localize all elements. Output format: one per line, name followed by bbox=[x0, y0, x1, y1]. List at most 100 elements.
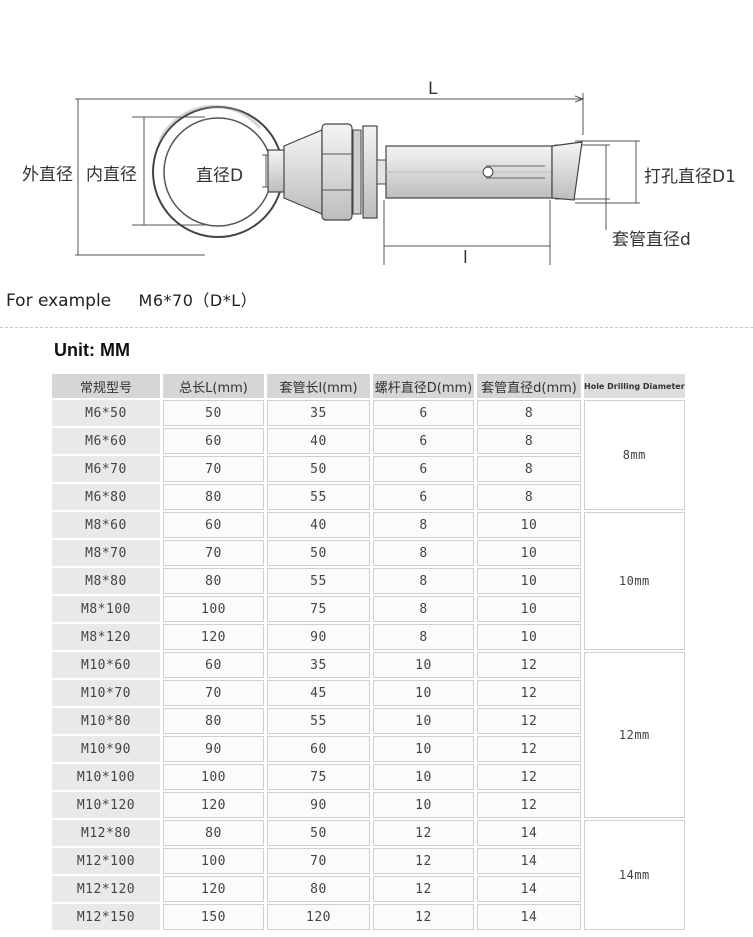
cell-total-length: 90 bbox=[163, 736, 264, 762]
cell-rod-diameter: 8 bbox=[373, 624, 474, 650]
cell-model: M10*100 bbox=[52, 764, 160, 790]
total-length-label: L bbox=[428, 79, 438, 99]
cell-total-length: 150 bbox=[163, 904, 264, 930]
cell-sleeve-length: 35 bbox=[267, 652, 370, 678]
cell-model: M12*120 bbox=[52, 876, 160, 902]
cell-sleeve-length: 40 bbox=[267, 512, 370, 538]
cell-sleeve-diameter: 10 bbox=[477, 540, 581, 566]
cell-sleeve-diameter: 12 bbox=[477, 764, 581, 790]
cell-sleeve-length: 75 bbox=[267, 596, 370, 622]
cell-model: M10*70 bbox=[52, 680, 160, 706]
cell-rod-diameter: 8 bbox=[373, 568, 474, 594]
cell-model: M8*60 bbox=[52, 512, 160, 538]
cell-sleeve-length: 90 bbox=[267, 624, 370, 650]
cell-rod-diameter: 10 bbox=[373, 736, 474, 762]
cell-sleeve-diameter: 10 bbox=[477, 596, 581, 622]
cell-sleeve-diameter: 14 bbox=[477, 848, 581, 874]
cell-sleeve-length: 35 bbox=[267, 400, 370, 426]
sleeve-length-label: l bbox=[463, 248, 468, 268]
header-hole-diameter: Hole Drilling Diameter bbox=[584, 374, 685, 398]
cell-rod-diameter: 6 bbox=[373, 484, 474, 510]
cell-rod-diameter: 10 bbox=[373, 764, 474, 790]
cell-model: M10*80 bbox=[52, 708, 160, 734]
table-header-row: 常规型号 总长L(mm) 套管长l(mm) 螺杆直径D(mm) 套管直径d(mm… bbox=[52, 374, 685, 398]
cell-sleeve-diameter: 10 bbox=[477, 624, 581, 650]
cell-total-length: 120 bbox=[163, 792, 264, 818]
rod-diameter-label: 直径D bbox=[196, 166, 244, 186]
spec-table: 常规型号 总长L(mm) 套管长l(mm) 螺杆直径D(mm) 套管直径d(mm… bbox=[49, 372, 688, 932]
cell-total-length: 80 bbox=[163, 820, 264, 846]
cell-hole-diameter: 12mm bbox=[584, 652, 685, 818]
example-label: For example bbox=[6, 291, 112, 311]
header-total-length: 总长L(mm) bbox=[163, 374, 264, 398]
cell-sleeve-diameter: 14 bbox=[477, 876, 581, 902]
cell-total-length: 50 bbox=[163, 400, 264, 426]
section-divider bbox=[0, 327, 753, 328]
cell-model: M6*60 bbox=[52, 428, 160, 454]
cell-rod-diameter: 12 bbox=[373, 820, 474, 846]
cell-model: M8*70 bbox=[52, 540, 160, 566]
cell-total-length: 60 bbox=[163, 428, 264, 454]
cell-rod-diameter: 10 bbox=[373, 652, 474, 678]
cell-model: M6*50 bbox=[52, 400, 160, 426]
outer-diameter-label: 外直径 bbox=[22, 165, 73, 185]
cell-sleeve-length: 55 bbox=[267, 708, 370, 734]
cell-model: M10*120 bbox=[52, 792, 160, 818]
cell-rod-diameter: 6 bbox=[373, 428, 474, 454]
cell-sleeve-length: 55 bbox=[267, 484, 370, 510]
cell-model: M12*150 bbox=[52, 904, 160, 930]
cell-total-length: 100 bbox=[163, 764, 264, 790]
cell-hole-diameter: 8mm bbox=[584, 400, 685, 510]
cell-rod-diameter: 12 bbox=[373, 904, 474, 930]
cell-sleeve-length: 50 bbox=[267, 456, 370, 482]
cell-model: M10*90 bbox=[52, 736, 160, 762]
inner-diameter-label: 内直径 bbox=[86, 165, 137, 185]
cell-sleeve-diameter: 10 bbox=[477, 512, 581, 538]
cell-sleeve-length: 70 bbox=[267, 848, 370, 874]
cell-sleeve-length: 75 bbox=[267, 764, 370, 790]
cell-rod-diameter: 10 bbox=[373, 708, 474, 734]
cell-rod-diameter: 10 bbox=[373, 792, 474, 818]
header-model: 常规型号 bbox=[52, 374, 160, 398]
cell-sleeve-diameter: 12 bbox=[477, 652, 581, 678]
cell-rod-diameter: 6 bbox=[373, 456, 474, 482]
cell-total-length: 70 bbox=[163, 680, 264, 706]
unit-label: Unit: MM bbox=[54, 340, 130, 360]
cell-sleeve-length: 50 bbox=[267, 820, 370, 846]
cell-total-length: 60 bbox=[163, 512, 264, 538]
header-sleeve-length: 套管长l(mm) bbox=[267, 374, 370, 398]
cell-rod-diameter: 10 bbox=[373, 680, 474, 706]
drill-diameter-label: 打孔直径D1 bbox=[644, 167, 736, 187]
cell-total-length: 100 bbox=[163, 848, 264, 874]
header-sleeve-diameter: 套管直径d(mm) bbox=[477, 374, 581, 398]
cell-model: M12*100 bbox=[52, 848, 160, 874]
example-value: M6*70（D*L） bbox=[138, 291, 258, 310]
cell-sleeve-diameter: 12 bbox=[477, 736, 581, 762]
cell-sleeve-diameter: 8 bbox=[477, 428, 581, 454]
cell-rod-diameter: 12 bbox=[373, 848, 474, 874]
cell-total-length: 80 bbox=[163, 484, 264, 510]
cell-rod-diameter: 12 bbox=[373, 876, 474, 902]
cell-hole-diameter: 10mm bbox=[584, 512, 685, 650]
cell-model: M8*80 bbox=[52, 568, 160, 594]
cell-rod-diameter: 6 bbox=[373, 400, 474, 426]
cell-sleeve-diameter: 14 bbox=[477, 904, 581, 930]
cell-sleeve-diameter: 10 bbox=[477, 568, 581, 594]
cell-sleeve-diameter: 8 bbox=[477, 400, 581, 426]
example-line: For example M6*70（D*L） bbox=[6, 287, 257, 311]
